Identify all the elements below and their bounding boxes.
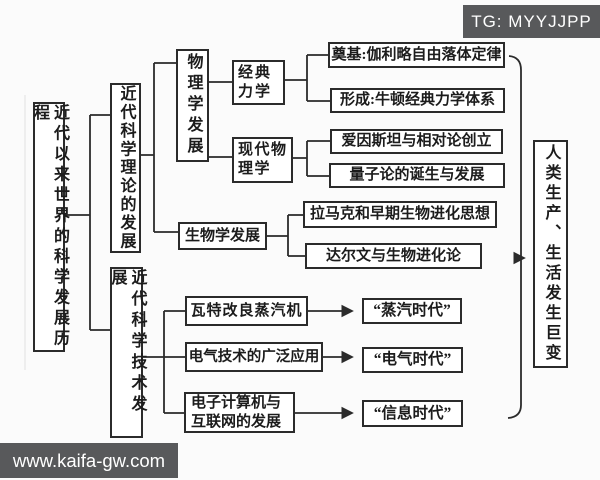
watt-steam-engine-box: 瓦特改良蒸汽机: [185, 296, 308, 326]
galileo-box: 奠基:伽利略自由落体定律: [328, 42, 505, 68]
info-age-box: “信息时代”: [362, 400, 463, 427]
tech-branch-box: 近代科学技术发展: [109, 267, 146, 438]
physics-box: 物理学发展: [176, 49, 209, 162]
tg-badge: TG: MYYJJPP: [463, 5, 600, 38]
steam-age-box: “蒸汽时代”: [362, 298, 462, 324]
classical-mechanics-box: 经典力学: [232, 60, 285, 105]
outcome-box: 人类生产、生活发生巨变: [533, 140, 568, 368]
right-brace: [507, 55, 522, 419]
site-watermark: www.kaifa-gw.com: [0, 443, 178, 478]
lamarck-box: 拉马克和早期生物进化思想: [303, 201, 497, 228]
computer-internet-box: 电子计算机与互联网的发展: [184, 392, 295, 433]
connector-modern-branches: [293, 140, 330, 177]
connector-biology-branches: [267, 214, 305, 257]
newton-box: 形成:牛顿经典力学体系: [330, 88, 505, 113]
darwin-box: 达尔文与生物进化论: [305, 243, 482, 269]
connector-tech-branches: [143, 310, 185, 414]
einstein-box: 爱因斯坦与相对论创立: [330, 129, 503, 154]
electric-tech-box: 电气技术的广泛应用: [185, 342, 323, 372]
connector-root-branches: [65, 114, 110, 331]
quantum-box: 量子论的诞生与发展: [329, 163, 505, 188]
theory-branch-box: 近代科学理论的发展: [110, 83, 141, 253]
biology-box: 生物学发展: [178, 222, 267, 250]
connector-classical-branches: [285, 54, 330, 102]
connector-theory-branches: [141, 62, 178, 233]
electric-age-box: “电气时代”: [362, 347, 463, 373]
modern-physics-box: 现代物理学: [232, 137, 293, 183]
connector-physics-branches: [209, 81, 232, 158]
root-box: 近代以来世界的科学发展历程: [31, 102, 68, 352]
